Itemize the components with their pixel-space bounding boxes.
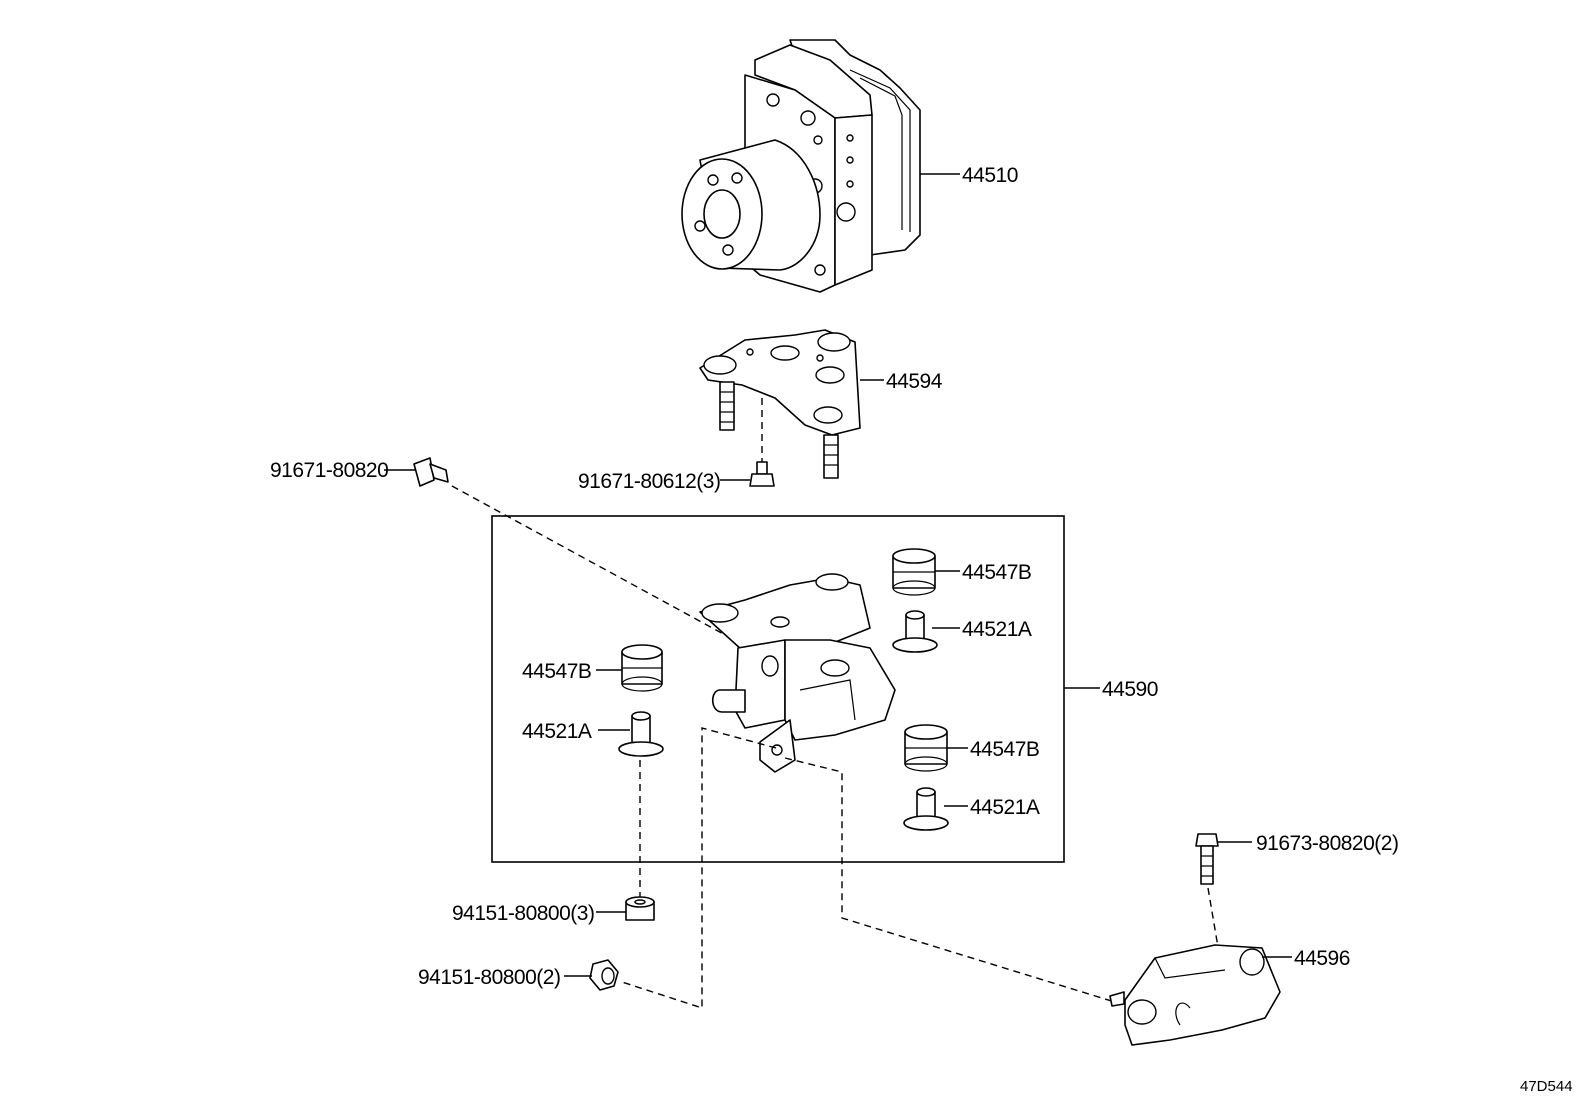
cushion-bottom-right-illustration bbox=[904, 724, 948, 772]
lower-bracket-dash-line bbox=[784, 757, 1119, 1004]
left-bolt-dash-line bbox=[451, 485, 761, 655]
nut-3-part-number: 94151-80800(3) bbox=[452, 902, 594, 925]
bracket-illustration bbox=[699, 573, 896, 773]
nut-2-illustration bbox=[589, 959, 619, 991]
actuator-bracket-illustration bbox=[699, 329, 861, 479]
cushion-left-part-number: 44547B bbox=[522, 660, 591, 683]
cushion-top-right-part-number: 44547B bbox=[962, 561, 1031, 584]
left-bolt-illustration bbox=[413, 457, 449, 487]
nut-3-illustration bbox=[625, 896, 655, 921]
collar-bottom-right-part-number: 44521A bbox=[970, 796, 1040, 819]
collar-left-illustration bbox=[618, 711, 664, 757]
cushion-bottom-right-part-number: 44547B bbox=[970, 738, 1039, 761]
actuator-illustration bbox=[681, 39, 921, 293]
actuator-bracket-part-number: 44594 bbox=[886, 370, 943, 393]
nut-2-part-number: 94151-80800(2) bbox=[418, 966, 560, 989]
right-bolt-part-number: 91673-80820(2) bbox=[1256, 832, 1398, 855]
actuator-part-number: 44510 bbox=[962, 164, 1018, 187]
lower-bracket-illustration bbox=[1109, 944, 1281, 1046]
left-bolt-part-number: 91671-80820 bbox=[270, 459, 388, 482]
bracket-assy-part-number: 44590 bbox=[1102, 678, 1158, 701]
diagram-reference-code: 47D544 bbox=[1520, 1078, 1573, 1095]
cushion-top-right-illustration bbox=[892, 548, 936, 596]
bracket-assy-frame bbox=[491, 515, 1065, 863]
collar-top-right-part-number: 44521A bbox=[962, 618, 1032, 641]
small-bolt-part-number: 91671-80612(3) bbox=[578, 470, 720, 493]
small-bolt-illustration bbox=[749, 461, 775, 487]
collar-bottom-right-illustration bbox=[903, 787, 949, 831]
right-bolt-illustration bbox=[1195, 833, 1219, 885]
collar-left-part-number: 44521A bbox=[522, 720, 592, 743]
lower-bracket-part-number: 44596 bbox=[1294, 947, 1350, 970]
nut-2-dash-line bbox=[621, 727, 777, 1009]
collar-top-right-illustration bbox=[892, 610, 938, 653]
cushion-left-illustration bbox=[621, 644, 663, 692]
